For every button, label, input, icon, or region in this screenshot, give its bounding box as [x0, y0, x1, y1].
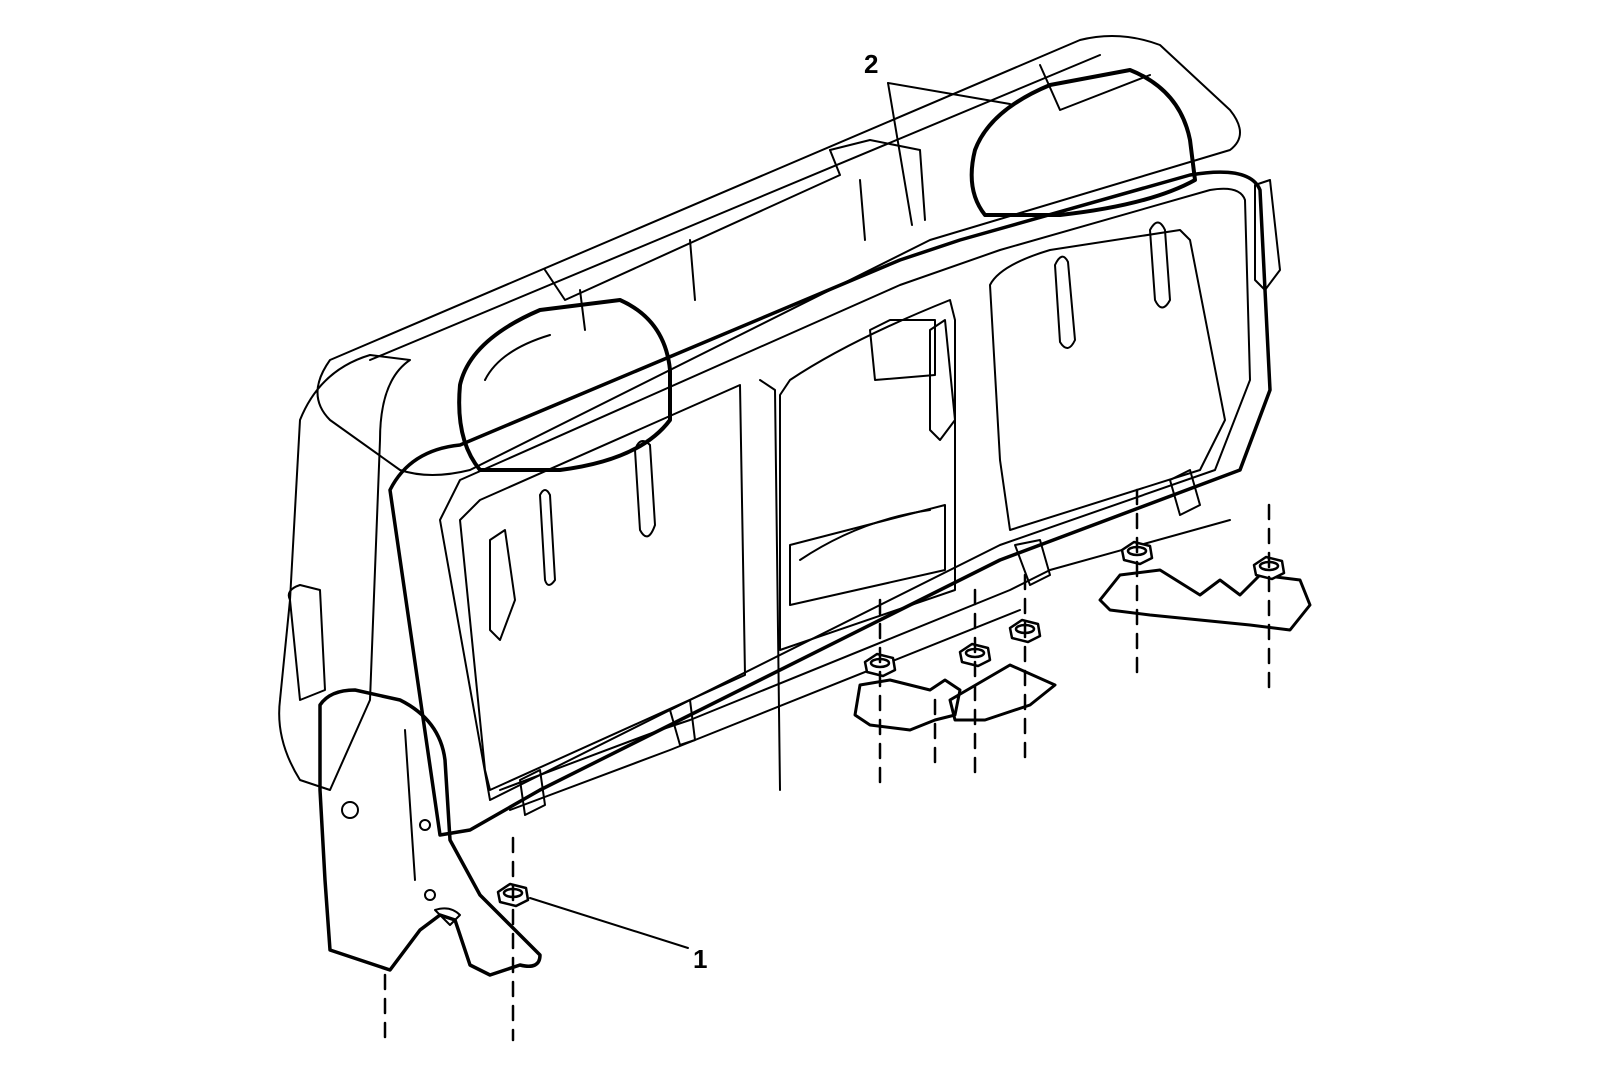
left-side-bolster — [278, 354, 411, 791]
seat-frame — [388, 170, 1281, 837]
left-headrest — [457, 298, 672, 472]
callout-2: 2 — [864, 49, 878, 79]
centerlines — [383, 488, 1271, 1042]
nut-center-2 — [958, 642, 992, 668]
leader-lines — [529, 82, 1011, 949]
nut-right-1 — [1120, 540, 1154, 566]
left-leg-bracket — [318, 688, 542, 977]
seat-back-cushion — [316, 35, 1241, 476]
callout-1: 1 — [693, 944, 707, 974]
floor-brackets — [853, 568, 1312, 732]
nuts — [496, 540, 1286, 908]
right-headrest — [969, 68, 1197, 217]
